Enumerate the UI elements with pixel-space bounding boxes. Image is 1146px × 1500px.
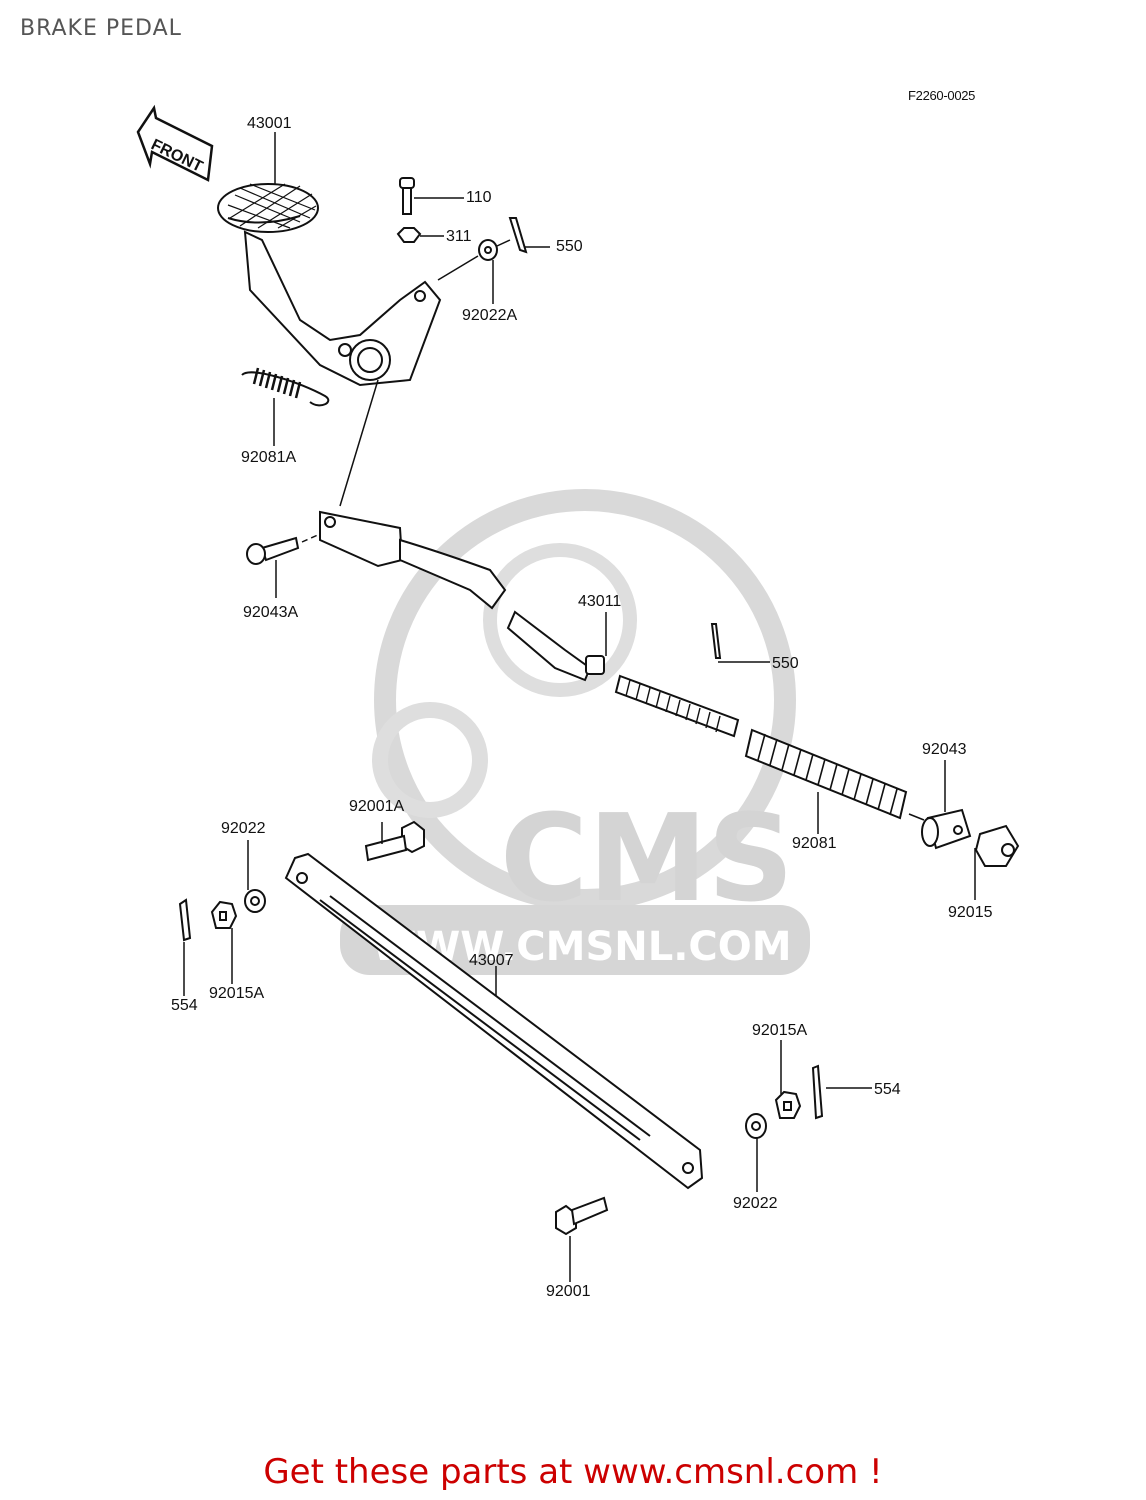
callout-92022-left[interactable]: 92022 [221,820,266,837]
callout-550-top[interactable]: 550 [556,238,583,255]
leader-line [339,379,379,507]
callout-92015a-left[interactable]: 92015A [209,985,265,1002]
callout-92081a[interactable]: 92081A [241,449,297,466]
callout-43001[interactable]: 43001 [247,115,292,132]
brake-rod-part [319,510,605,682]
adjuster-thread-part [614,674,908,820]
callout-550-mid[interactable]: 550 [772,655,799,672]
footer-promo-link[interactable]: Get these parts at www.cmsnl.com ! [263,1452,883,1492]
watermark: WWW.CMSNL.COM CMS [340,489,810,975]
callout-110[interactable]: 110 [466,189,492,206]
callout-554-right[interactable]: 554 [874,1081,901,1098]
brake-pedal-part [217,183,442,387]
front-arrow-icon: FRONT [136,104,214,182]
clevis-pin-part [246,536,300,565]
small-fasteners-top [396,177,528,261]
callout-92043[interactable]: 92043 [922,741,967,758]
callout-43011[interactable]: 43011 [578,593,622,610]
watermark-logo: CMS [500,790,794,929]
footer-promo[interactable]: Get these parts at www.cmsnl.com ! [0,1452,1146,1492]
callout-92022a[interactable]: 92022A [462,307,518,324]
callout-92043a[interactable]: 92043A [243,604,299,621]
callout-311[interactable]: 311 [446,228,472,245]
callout-92001a[interactable]: 92001A [349,798,405,815]
fasteners-right [745,1064,824,1139]
callout-92015[interactable]: 92015 [948,904,993,921]
callout-92001[interactable]: 92001 [546,1283,591,1300]
callout-92015a-right[interactable]: 92015A [752,1022,808,1039]
callout-92022-right[interactable]: 92022 [733,1195,778,1212]
leader-lines [183,132,976,1282]
trunnion-part [921,808,1020,867]
callout-554-left[interactable]: 554 [171,997,198,1014]
figure-code: F2260-0025 [908,88,976,103]
fasteners-left [178,889,266,942]
bolt-92001a-part [364,820,425,862]
page-title: BRAKE PEDAL [20,16,182,41]
callout-92081[interactable]: 92081 [792,835,837,852]
leader-line [301,533,321,543]
cotter-pin-part [710,623,722,659]
brake-linkage-bar-part [284,852,704,1190]
return-spring-part [241,367,330,407]
bolt-92001-part [555,1196,609,1236]
callout-43007[interactable]: 43007 [469,952,514,969]
